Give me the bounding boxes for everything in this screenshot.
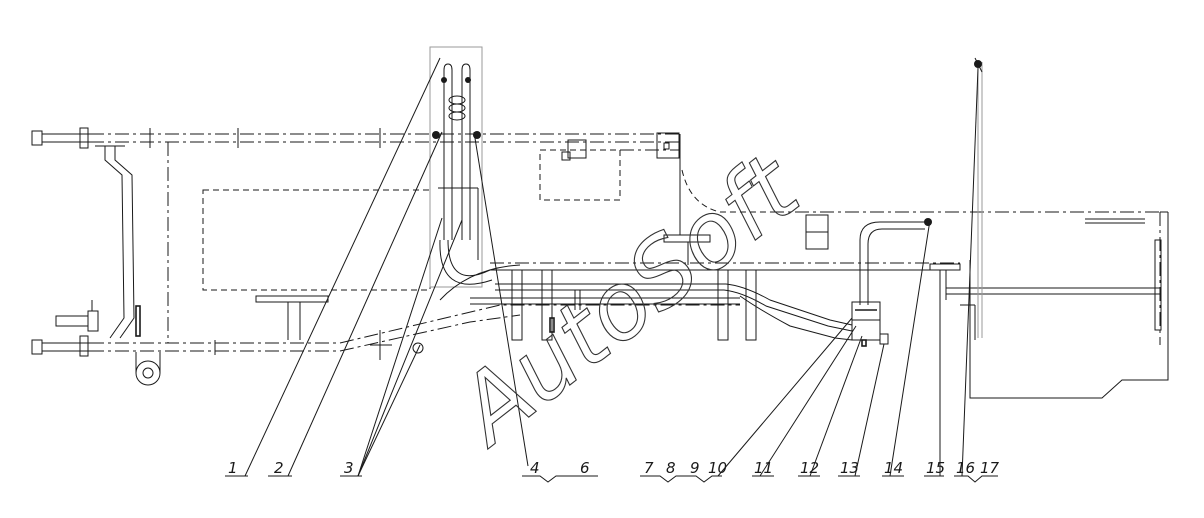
frame-right xyxy=(770,57,1169,399)
label-9: 9 xyxy=(690,459,700,477)
label-4: 4 xyxy=(530,459,540,477)
label-10: 10 xyxy=(708,459,727,477)
leader-lines xyxy=(225,57,998,483)
label-7: 7 xyxy=(644,459,654,477)
label-6: 6 xyxy=(580,459,590,477)
label-12: 12 xyxy=(800,459,819,477)
label-15: 15 xyxy=(926,459,945,477)
label-8: 8 xyxy=(666,459,676,477)
label-3: 3 xyxy=(344,459,354,477)
middle-components xyxy=(539,132,829,265)
label-13: 13 xyxy=(840,459,859,477)
label-14: 14 xyxy=(884,459,903,477)
label-1: 1 xyxy=(228,459,238,477)
valve-block xyxy=(851,301,889,347)
lower-rails xyxy=(339,262,960,360)
frame-left xyxy=(31,127,161,386)
label-17: 17 xyxy=(980,459,1000,477)
label-11: 11 xyxy=(754,459,773,477)
callout-labels: 1 2 3 4 6 7 8 9 10 11 12 13 14 15 16 17 xyxy=(228,459,1000,477)
pipe-runs xyxy=(495,218,932,341)
vertical-tubes xyxy=(429,46,493,288)
label-2: 2 xyxy=(274,459,284,477)
label-16: 16 xyxy=(956,459,975,477)
watermark-text: AutoSoft xyxy=(435,133,820,466)
